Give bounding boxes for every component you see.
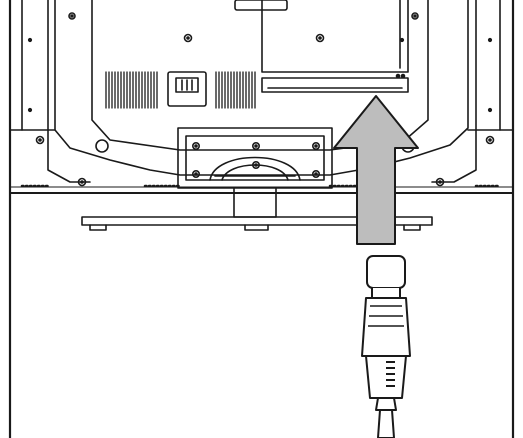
- coaxial-antenna-connector-icon: [361, 255, 411, 438]
- connection-panel: [261, 0, 409, 93]
- screws: [27, 12, 495, 187]
- power-socket: [167, 71, 207, 107]
- up-arrow-icon: [333, 95, 419, 245]
- stand-neck-and-base: [81, 187, 433, 231]
- vent-grille-left: [105, 71, 158, 109]
- vent-grille-right: [215, 71, 256, 109]
- stand-mount-plate: [177, 127, 333, 189]
